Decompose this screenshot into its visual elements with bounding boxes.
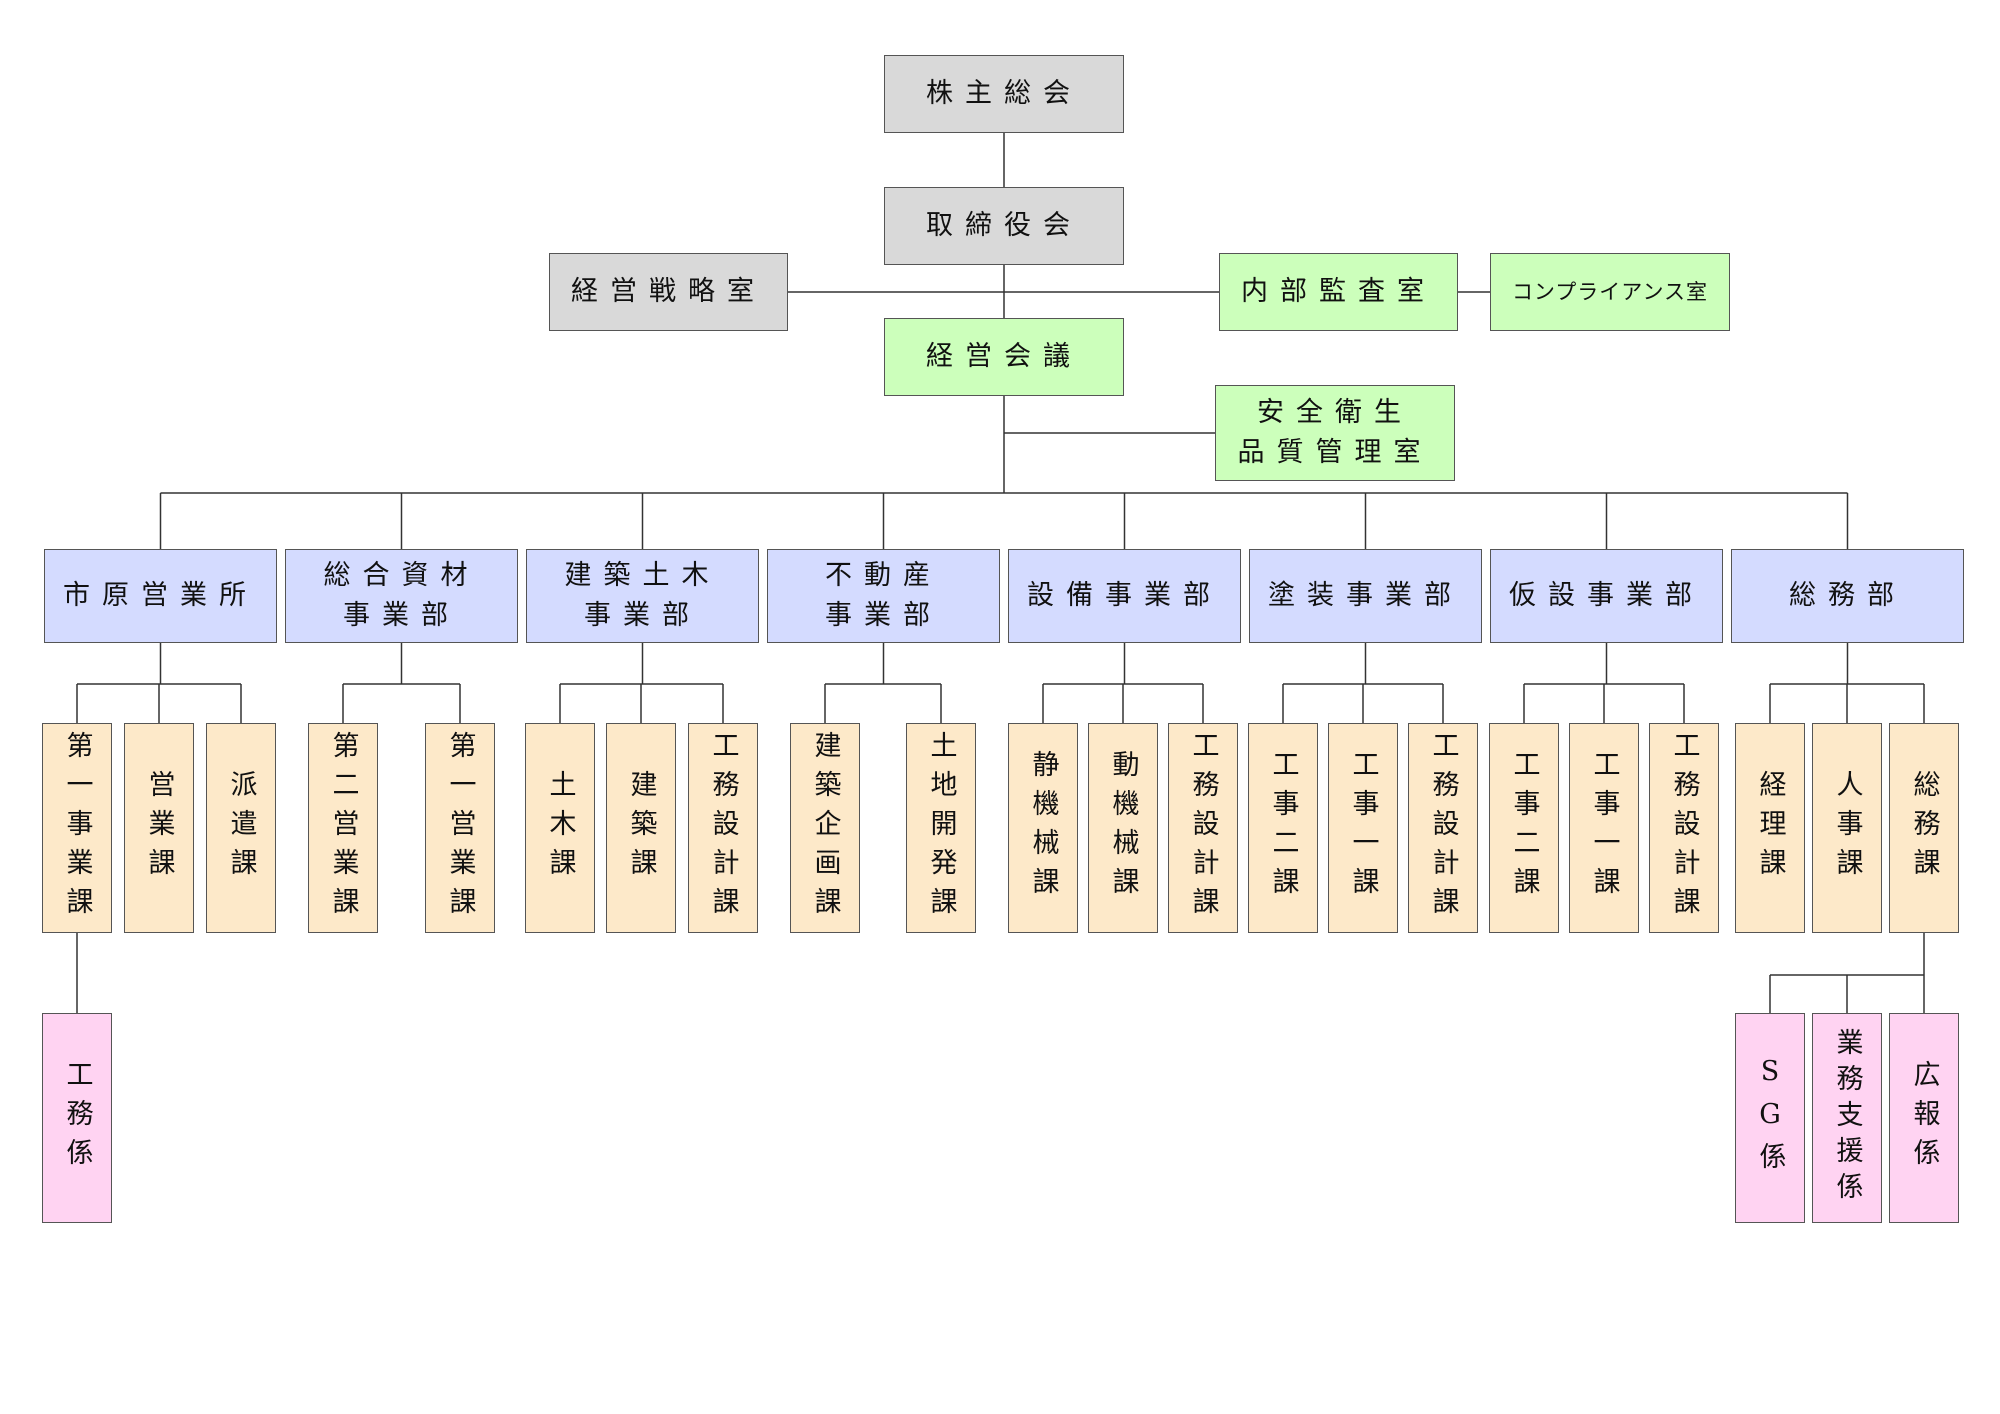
section-box: 工事一課 [1328,723,1398,933]
section-box: 静機械課 [1008,723,1078,933]
department-box-construction: 建築土木 事業部 [526,549,759,643]
department-box-facilities: 設備事業部 [1008,549,1241,643]
department-box-temporary: 仮設事業部 [1490,549,1723,643]
subunit-box: SG係 [1735,1013,1805,1223]
section-box: 工務設計課 [688,723,758,933]
department-box-real-estate: 不動産 事業部 [767,549,1000,643]
department-box-materials: 総合資材 事業部 [285,549,518,643]
section-box: 工事二課 [1248,723,1318,933]
section-box: 営業課 [124,723,194,933]
subunit-box: 業務支援係 [1812,1013,1882,1223]
department-box-ichihara: 市原営業所 [44,549,277,643]
department-box-general-affairs: 総務部 [1731,549,1964,643]
section-box: 第二営業課 [308,723,378,933]
subunit-box: 広報係 [1889,1013,1959,1223]
section-box: 派遣課 [206,723,276,933]
section-box: 経理課 [1735,723,1805,933]
compliance-office-box: コンプライアンス室 [1490,253,1730,331]
board-of-directors-box: 取締役会 [884,187,1124,265]
section-box: 建築企画課 [790,723,860,933]
management-strategy-office-box: 経営戦略室 [549,253,788,331]
section-box: 人事課 [1812,723,1882,933]
internal-audit-office-box: 内部監査室 [1219,253,1458,331]
section-box: 工事二課 [1489,723,1559,933]
department-box-painting: 塗装事業部 [1249,549,1482,643]
section-box: 工務設計課 [1649,723,1719,933]
section-box: 土木課 [525,723,595,933]
section-box: 第一営業課 [425,723,495,933]
shareholders-meeting-box: 株主総会 [884,55,1124,133]
section-box: 総務課 [1889,723,1959,933]
management-meeting-box: 経営会議 [884,318,1124,396]
section-box: 動機械課 [1088,723,1158,933]
section-box: 土地開発課 [906,723,976,933]
subunit-box: 工務係 [42,1013,112,1223]
section-box: 工事一課 [1569,723,1639,933]
section-box: 建築課 [606,723,676,933]
safety-quality-office-box: 安全衛生 品質管理室 [1215,385,1455,481]
section-box: 第一事業課 [42,723,112,933]
section-box: 工務設計課 [1408,723,1478,933]
section-box: 工務設計課 [1168,723,1238,933]
